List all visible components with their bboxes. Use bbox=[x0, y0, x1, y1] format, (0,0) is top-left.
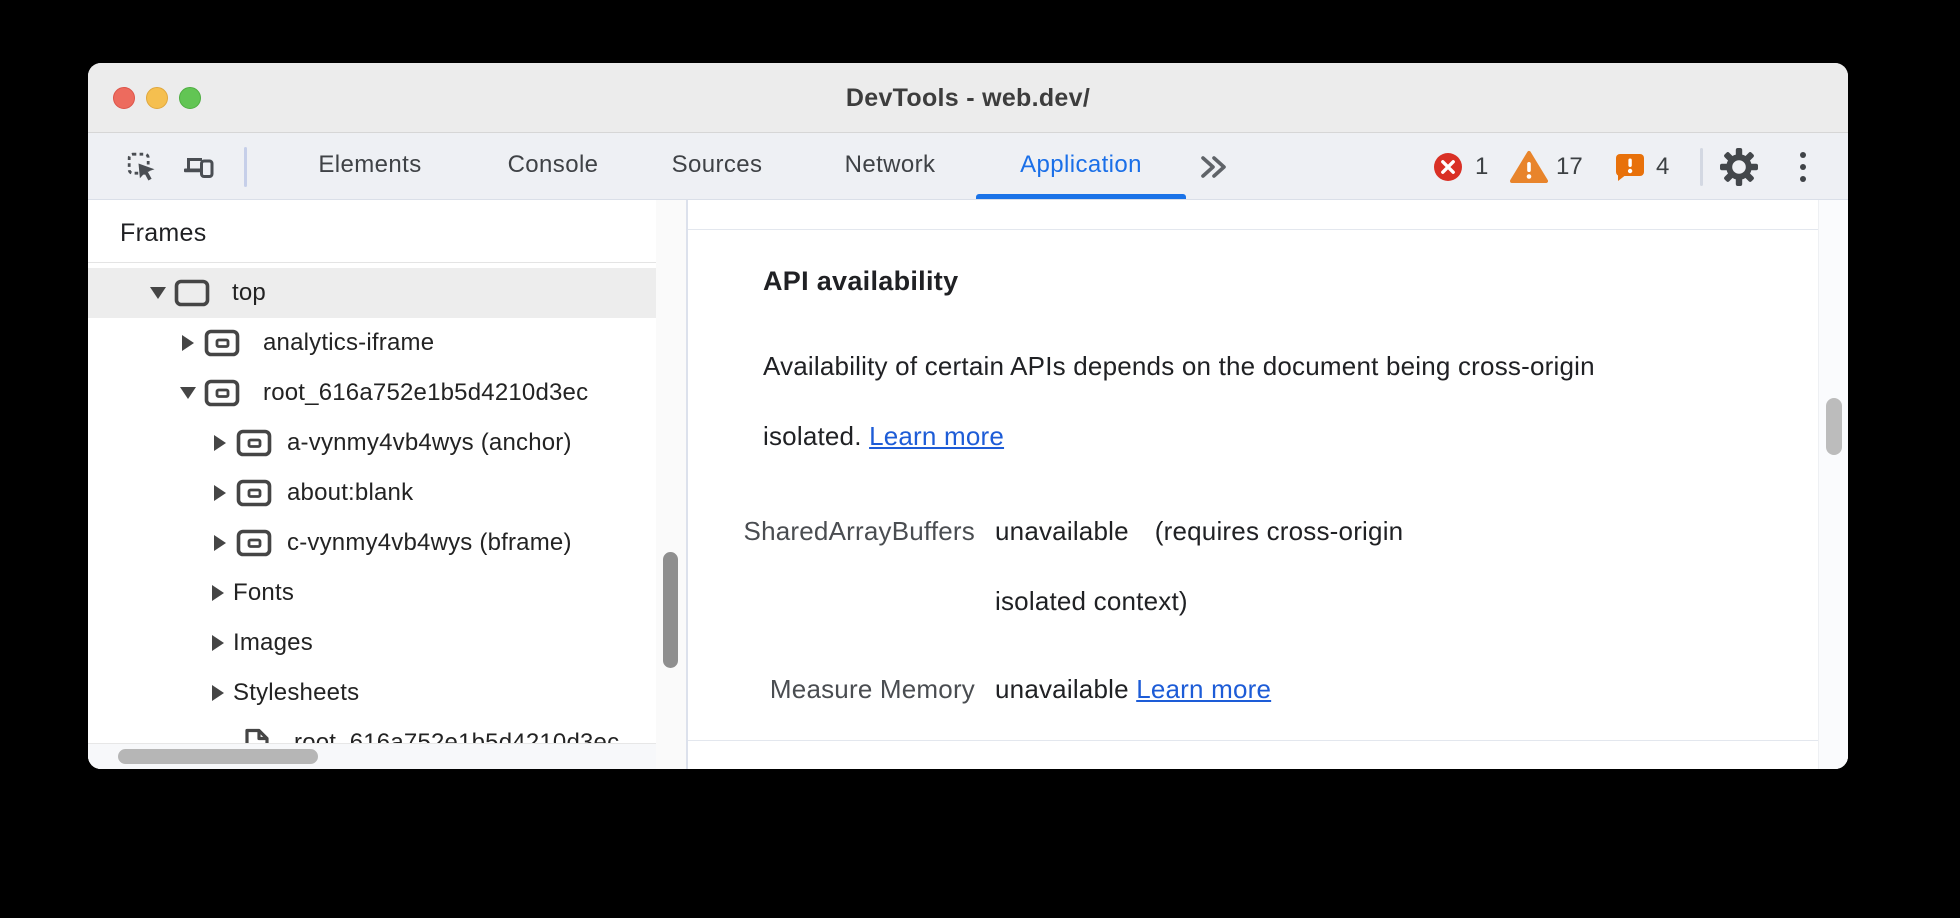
more-tabs-icon[interactable] bbox=[1196, 133, 1232, 200]
devtools-window: DevTools - web.dev/ Elements Console bbox=[88, 63, 1848, 769]
caret-down-icon[interactable] bbox=[176, 387, 200, 399]
issues-badge-icon[interactable] bbox=[1614, 133, 1646, 200]
tree-item-label: Images bbox=[233, 629, 313, 656]
inspect-cursor-icon bbox=[127, 152, 155, 180]
section-description: Availability of certain APIs depends on … bbox=[763, 331, 1595, 471]
tree-item-analytics-iframe[interactable]: analytics-iframe bbox=[88, 318, 656, 368]
window-title: DevTools - web.dev/ bbox=[845, 84, 1091, 112]
learn-more-link[interactable]: Learn more bbox=[1136, 674, 1272, 704]
api-scrollbar-thumb[interactable] bbox=[1826, 398, 1842, 455]
warning-triangle-icon bbox=[1510, 150, 1548, 183]
minimize-button[interactable] bbox=[146, 87, 168, 109]
toolbar-separator-right bbox=[1700, 148, 1703, 186]
caret-right-icon[interactable] bbox=[208, 485, 232, 501]
description-line2: isolated. Learn more bbox=[763, 421, 1005, 451]
iframe-icon bbox=[204, 379, 240, 407]
close-button[interactable] bbox=[113, 87, 135, 109]
api-status-value: unavailable(requires cross-origin isolat… bbox=[995, 496, 1403, 636]
api-availability-table: SharedArrayBuffers unavailable(requires … bbox=[735, 496, 1404, 724]
frame-icon bbox=[174, 279, 210, 307]
tree-item-root-frame[interactable]: root_616a752e1b5d4210d3ec bbox=[88, 368, 656, 418]
api-name-label: Measure Memory bbox=[769, 674, 975, 704]
tree-item-anchor-frame[interactable]: a-vynmy4vb4wys (anchor) bbox=[88, 418, 656, 468]
panel-divider[interactable] bbox=[686, 200, 688, 769]
tree-item-label: a-vynmy4vb4wys (anchor) bbox=[287, 429, 572, 456]
error-count[interactable]: 1 bbox=[1475, 153, 1489, 180]
caret-right-icon[interactable] bbox=[208, 585, 228, 601]
caret-right-icon[interactable] bbox=[176, 335, 200, 351]
warning-count[interactable]: 17 bbox=[1556, 153, 1583, 180]
horizontal-scrollbar-thumb[interactable] bbox=[118, 749, 318, 764]
api-scrollbar-track[interactable] bbox=[1818, 200, 1848, 769]
tree-item-label: analytics-iframe bbox=[263, 329, 435, 356]
tab-console[interactable]: Console bbox=[507, 151, 599, 178]
learn-more-link[interactable]: Learn more bbox=[869, 421, 1005, 451]
kebab-dots bbox=[1800, 151, 1806, 182]
tree-item-label: root_616a752e1b5d4210d3ec bbox=[263, 379, 589, 406]
api-availability-content: API availability Availability of certain… bbox=[688, 200, 1818, 769]
frames-scrollbar-thumb[interactable] bbox=[663, 552, 678, 668]
caret-right-icon[interactable] bbox=[208, 685, 228, 701]
tree-item-label: about:blank bbox=[287, 479, 414, 506]
tab-sources[interactable]: Sources bbox=[671, 151, 763, 178]
caret-right-icon[interactable] bbox=[208, 635, 228, 651]
section-heading: API availability bbox=[763, 266, 959, 296]
status-line1: unavailable(requires cross-origin bbox=[995, 516, 1404, 546]
traffic-lights bbox=[113, 87, 201, 109]
api-name-label: SharedArrayBuffers bbox=[743, 516, 975, 546]
active-tab-underline bbox=[976, 194, 1186, 199]
tree-item-images[interactable]: Images bbox=[88, 618, 656, 668]
iframe-icon bbox=[204, 329, 240, 357]
tab-network[interactable]: Network bbox=[844, 151, 936, 178]
tree-item-label: top bbox=[232, 279, 266, 306]
error-circle-icon bbox=[1434, 152, 1462, 181]
horizontal-scrollbar-track[interactable] bbox=[88, 743, 656, 769]
table-row: SharedArrayBuffers unavailable(requires … bbox=[735, 496, 1404, 636]
more-options-kebab-icon[interactable] bbox=[1788, 133, 1818, 200]
inspect-element-icon[interactable] bbox=[126, 133, 158, 200]
tree-item-label: c-vynmy4vb4wys (bframe) bbox=[287, 529, 572, 556]
frames-panel-title: Frames bbox=[88, 200, 656, 263]
tab-application[interactable]: Application bbox=[1020, 151, 1142, 178]
iframe-icon bbox=[236, 479, 272, 507]
frames-tree: top analytics-iframe bbox=[88, 263, 656, 768]
tree-item-fonts[interactable]: Fonts bbox=[88, 568, 656, 618]
settings-gear-icon[interactable] bbox=[1717, 133, 1761, 200]
toolbar-separator bbox=[244, 147, 247, 187]
issues-bubble-icon bbox=[1616, 153, 1644, 181]
tree-item-bframe[interactable]: c-vynmy4vb4wys (bframe) bbox=[88, 518, 656, 568]
caret-right-icon[interactable] bbox=[208, 435, 232, 451]
tree-item-label: Stylesheets bbox=[233, 679, 360, 706]
title-bar: DevTools - web.dev/ bbox=[88, 63, 1848, 133]
gear-icon bbox=[1720, 147, 1758, 186]
double-chevron-icon bbox=[1201, 155, 1226, 178]
zoom-button[interactable] bbox=[179, 87, 201, 109]
frames-panel: Frames top bbox=[88, 200, 656, 769]
tree-item-stylesheets[interactable]: Stylesheets bbox=[88, 668, 656, 718]
description-line1: Availability of certain APIs depends on … bbox=[763, 351, 1595, 381]
frames-scrollbar-track[interactable] bbox=[656, 200, 686, 769]
device-toolbar-icon[interactable] bbox=[180, 133, 216, 200]
warning-badge-icon[interactable] bbox=[1510, 133, 1548, 200]
tree-item-top[interactable]: top bbox=[88, 268, 656, 318]
content-area: Frames top bbox=[88, 200, 1848, 769]
caret-down-icon[interactable] bbox=[146, 287, 170, 299]
devtools-toolbar: Elements Console Sources Network Applica… bbox=[88, 133, 1848, 200]
caret-right-icon[interactable] bbox=[208, 535, 232, 551]
error-badge-icon[interactable] bbox=[1433, 133, 1463, 200]
api-availability-panel: API availability Availability of certain… bbox=[688, 200, 1848, 769]
status-line2: isolated context) bbox=[995, 586, 1188, 616]
tree-item-about-blank[interactable]: about:blank bbox=[88, 468, 656, 518]
api-status-value: unavailable Learn more bbox=[995, 674, 1272, 704]
table-row: Measure Memory unavailable Learn more bbox=[735, 654, 1403, 724]
device-toolbar-glyph bbox=[184, 157, 214, 178]
iframe-icon bbox=[236, 429, 272, 457]
tab-elements[interactable]: Elements bbox=[318, 151, 422, 178]
section-top-divider bbox=[688, 229, 1818, 230]
issue-count[interactable]: 4 bbox=[1656, 153, 1670, 180]
tree-item-label: Fonts bbox=[233, 579, 295, 606]
section-bottom-divider bbox=[688, 740, 1818, 741]
iframe-icon bbox=[236, 529, 272, 557]
